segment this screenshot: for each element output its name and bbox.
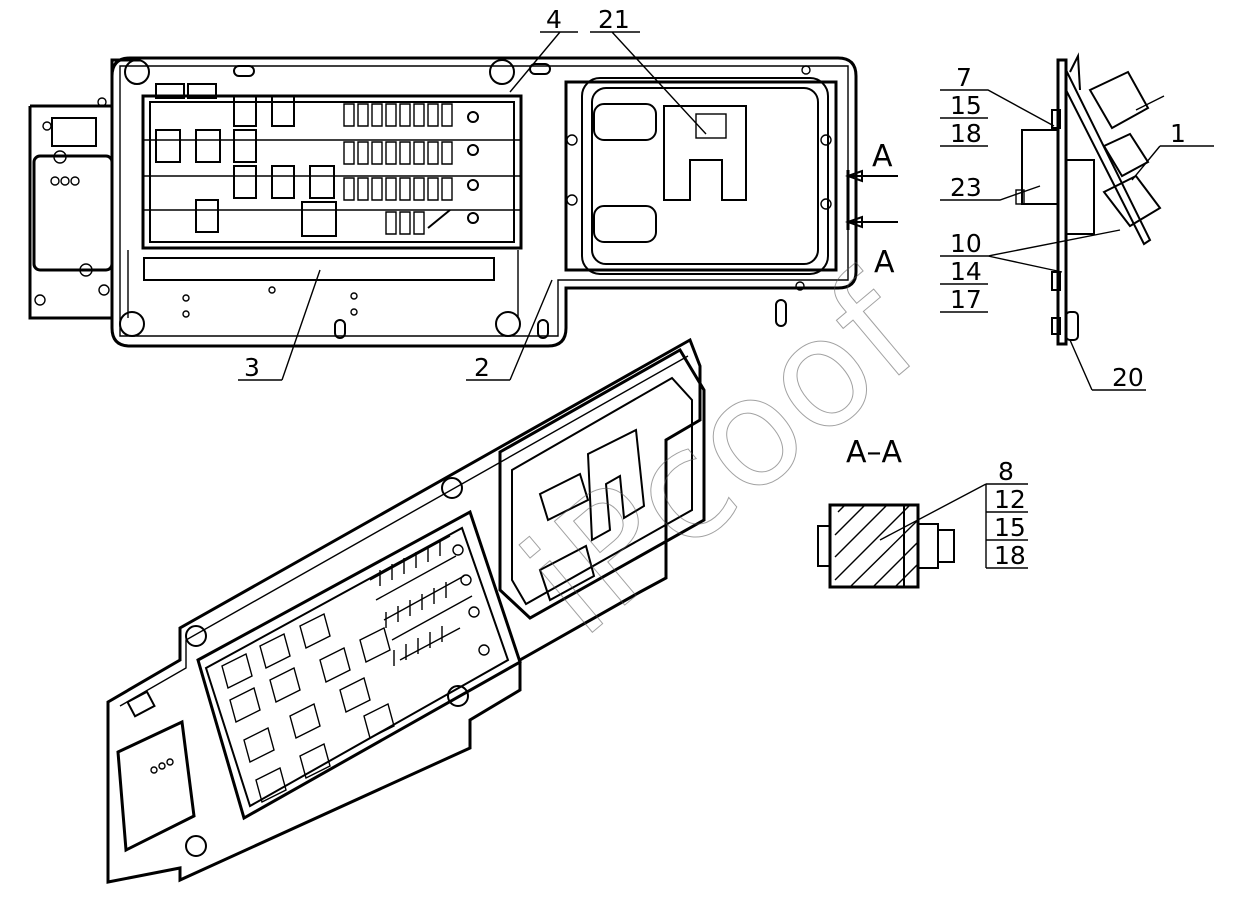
- callout-20: 20: [1112, 363, 1144, 392]
- callout-10: 10: [950, 229, 982, 258]
- section-marker-bottom: A: [874, 245, 895, 280]
- callout-3: 3: [244, 353, 260, 382]
- callout-18-side: 18: [950, 119, 982, 148]
- front-view: [28, 56, 898, 348]
- callout-23: 23: [950, 173, 982, 202]
- callout-1: 1: [1170, 119, 1186, 148]
- callout-17: 17: [950, 285, 982, 314]
- callout-8: 8: [998, 457, 1014, 486]
- callout-14: 14: [950, 257, 982, 286]
- callout-7: 7: [956, 63, 972, 92]
- callout-15-side: 15: [950, 91, 982, 120]
- callout-15-section: 15: [994, 513, 1026, 542]
- callout-18-section: 18: [994, 541, 1026, 570]
- callout-21: 21: [598, 5, 630, 34]
- callout-4: 4: [546, 5, 562, 34]
- section-marker-top: A: [872, 139, 893, 174]
- callout-labels: 4 21 3 2 7 15 18 23 10 14 17 1 20 8 12 1…: [244, 5, 1186, 570]
- callout-2: 2: [474, 353, 490, 382]
- section-a-a: [817, 503, 955, 589]
- section-title: A–A: [846, 435, 903, 470]
- side-view: [1015, 52, 1165, 346]
- isometric-view: [106, 337, 706, 884]
- callout-12: 12: [994, 485, 1026, 514]
- leader-lines: [238, 31, 1214, 569]
